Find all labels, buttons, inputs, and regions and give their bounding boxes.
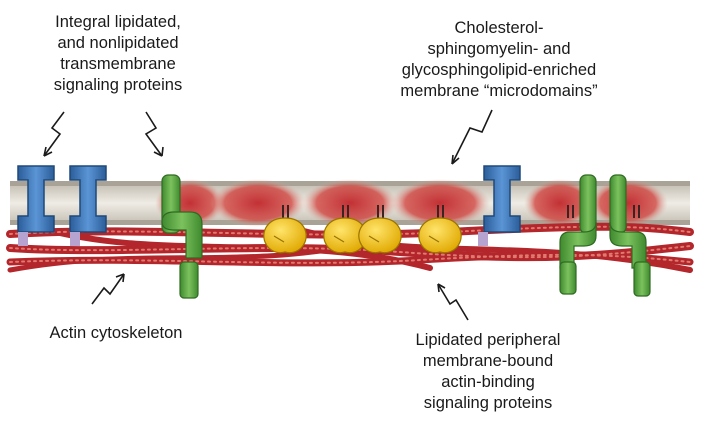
label-line: membrane “microdomains” xyxy=(400,82,598,100)
transmembrane-protein-2 xyxy=(69,165,107,246)
arrow-to-microdomain xyxy=(451,109,493,165)
label-line: signaling proteins xyxy=(423,394,553,412)
integral-protein-right-1 xyxy=(559,174,597,295)
label-line: membrane-bound xyxy=(422,352,554,370)
peripheral-proteins xyxy=(263,217,462,254)
label-line: Integral lipidated, xyxy=(55,13,181,31)
actin-filaments xyxy=(6,222,694,273)
integral-protein-right-2 xyxy=(609,174,651,297)
label-microdomains: Cholesterol- sphingomyelin- and glycosph… xyxy=(364,18,634,102)
lipid-anchors xyxy=(282,205,640,218)
transmembrane-protein-3 xyxy=(478,165,521,246)
membrane-microdomains xyxy=(155,179,668,227)
label-line: actin-binding xyxy=(441,373,535,391)
label-line: sphingomyelin- and xyxy=(427,40,571,58)
transmembrane-protein-1 xyxy=(17,165,55,246)
arrow-to-integral-protein xyxy=(144,111,164,157)
label-line: Lipidated peripheral xyxy=(415,331,561,349)
label-line: Actin cytoskeleton xyxy=(49,324,183,342)
arrow-to-actin xyxy=(91,273,125,305)
label-line: signaling proteins xyxy=(53,76,183,94)
arrow-to-transmembrane-protein xyxy=(43,111,65,157)
label-line: Cholesterol- xyxy=(454,19,544,37)
integral-protein-left xyxy=(161,174,203,299)
label-actin-cytoskeleton: Actin cytoskeleton xyxy=(26,323,206,344)
leader-arrows xyxy=(43,109,493,321)
arrow-to-peripheral-protein xyxy=(437,283,469,321)
label-line: transmembrane xyxy=(60,55,176,73)
label-line: glycosphingolipid-enriched xyxy=(401,61,597,79)
label-line: and nonlipidated xyxy=(57,34,179,52)
label-transmembrane-proteins: Integral lipidated, and nonlipidated tra… xyxy=(18,12,218,96)
label-peripheral-proteins: Lipidated peripheral membrane-bound acti… xyxy=(388,330,588,414)
